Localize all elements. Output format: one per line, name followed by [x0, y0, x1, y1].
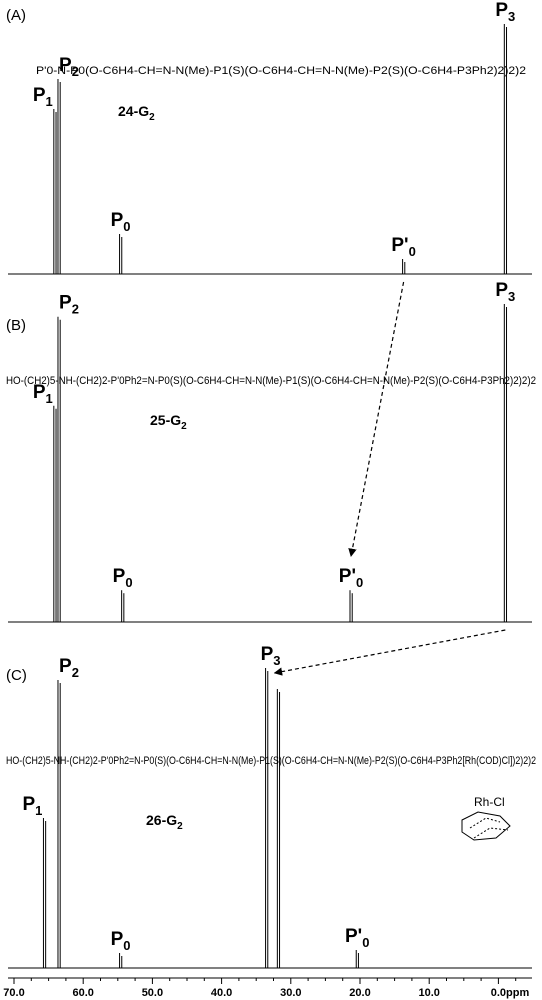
peak-a-4	[503, 24, 508, 274]
peak-label-b-1: P2	[59, 293, 79, 317]
peak-c-4	[276, 689, 281, 968]
peak-b-4	[503, 304, 508, 622]
peak-label-c-3: P3	[261, 644, 281, 668]
x-axis: ppm 70.0 60.0 50.0 40.0 30.0 20.0 10.0 0.0	[3, 977, 532, 999]
x-tick-label-5: 20.0	[349, 987, 370, 999]
compound-label-b: 25-G2	[150, 412, 187, 432]
panel-c-structure: HO-(CH2)5-NH-(CH2)2-P'0Ph2=N-P0(S)(O-C6H…	[6, 755, 536, 809]
peak-label-b-4: P3	[495, 280, 515, 304]
peak-a-3	[402, 259, 406, 274]
x-tick-label-1: 60.0	[72, 987, 93, 999]
panel-a-label: (A)	[6, 7, 26, 24]
peak-label-b-3: P'0	[339, 566, 363, 590]
peak-label-a-4: P3	[495, 0, 515, 24]
peak-label-b-0: P1	[33, 382, 53, 406]
peak-label-c-2: P0	[111, 929, 131, 953]
panel-b-label: (B)	[6, 317, 26, 334]
peak-a-2	[119, 234, 123, 274]
structure-text-c: HO-(CH2)5-NH-(CH2)2-P'0Ph2=N-P0(S)(O-C6H…	[6, 755, 536, 767]
x-tick-label-4: 30.0	[280, 987, 301, 999]
shift-arrow-0	[348, 281, 405, 558]
shift-arrows	[273, 281, 506, 676]
panel-b-structure: HO-(CH2)5-NH-(CH2)2-P'0Ph2=N-P0(S)(O-C6H…	[6, 375, 536, 387]
panel-a: (A) P'0-N-P0(O-C6H4-CH=N-N(Me)-P1(S)(O-C…	[6, 0, 532, 275]
peak-label-a-2: P0	[111, 210, 131, 234]
panel-a-structure: P'0-N-P0(O-C6H4-CH=N-N(Me)-P1(S)(O-C6H4-…	[36, 65, 526, 77]
metal-text-c: Rh-Cl	[474, 795, 505, 809]
structure-text-a: P'0-N-P0(O-C6H4-CH=N-N(Me)-P1(S)(O-C6H4-…	[36, 65, 526, 77]
panel-c: (C) HO-(CH2)5-NH-(CH2)2-P'0Ph2=N-P0(S)(O…	[6, 644, 536, 969]
peak-c-5	[355, 950, 359, 968]
peak-c-1	[57, 680, 61, 968]
peak-b-0	[53, 405, 57, 622]
peak-label-c-0: P1	[22, 794, 42, 818]
cod-ligand-icon	[461, 811, 511, 841]
peak-label-a-3: P'0	[391, 235, 415, 259]
peak-b-3	[349, 590, 353, 622]
x-tick-label-6: 10.0	[418, 987, 439, 999]
compound-label-a: 24-G2	[118, 103, 155, 123]
panel-c-label: (C)	[6, 667, 27, 684]
peak-label-c-5: P'0	[345, 926, 369, 950]
peak-b-2	[121, 590, 125, 622]
peak-c-0	[42, 818, 47, 968]
peak-a-0	[53, 109, 57, 274]
x-tick-label-0: 70.0	[3, 987, 24, 999]
peak-label-b-2: P0	[113, 566, 133, 590]
panel-b: (B) HO-(CH2)5-NH-(CH2)2-P'0Ph2=N-P0(S)(O…	[6, 280, 536, 623]
peak-label-a-1: P2	[59, 55, 79, 79]
peak-a-1	[57, 79, 61, 274]
peak-c-2	[119, 953, 123, 968]
peak-label-c-1: P2	[59, 656, 79, 680]
x-tick-label-2: 50.0	[142, 987, 163, 999]
peak-c-3	[265, 668, 269, 968]
peak-label-a-0: P1	[33, 85, 53, 109]
shift-arrow-1	[273, 629, 506, 676]
x-tick-label-3: 40.0	[211, 987, 232, 999]
compound-label-c: 26-G2	[146, 812, 183, 832]
structure-text-b: HO-(CH2)5-NH-(CH2)2-P'0Ph2=N-P0(S)(O-C6H…	[6, 375, 536, 387]
peak-b-1	[57, 316, 61, 622]
x-axis-unit: ppm	[506, 987, 529, 999]
x-tick-label-7: 0.0	[491, 987, 506, 999]
